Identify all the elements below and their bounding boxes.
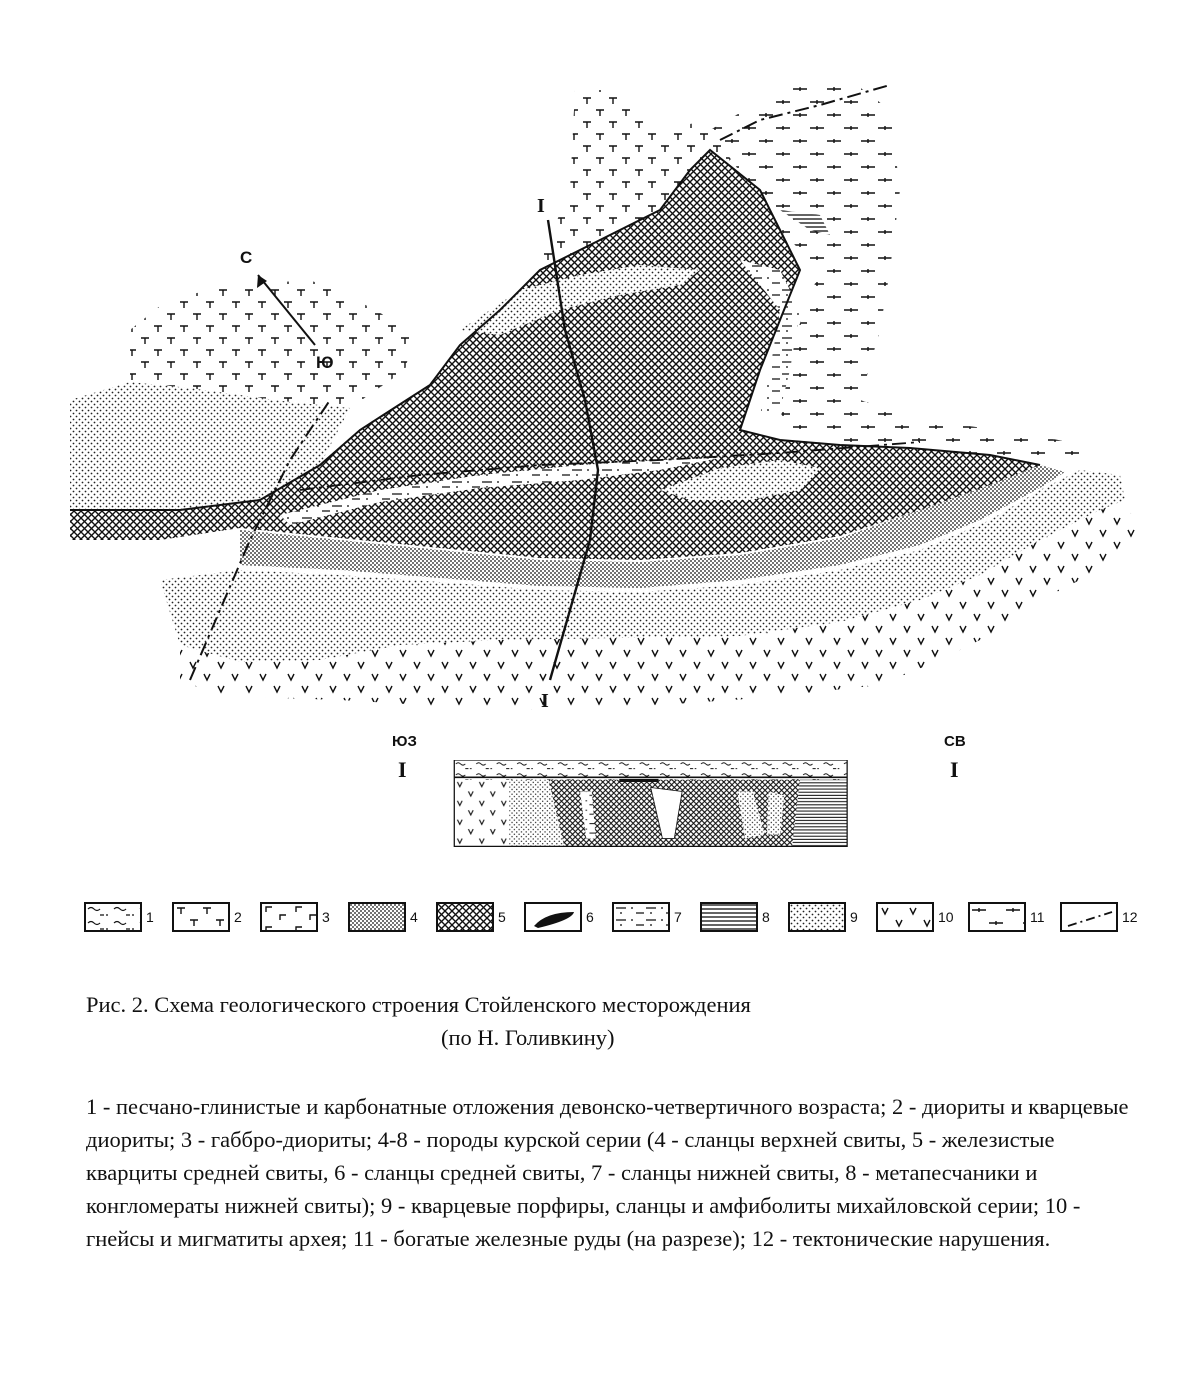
legend-item-6: 6 <box>524 900 594 934</box>
legend-number: 3 <box>322 909 330 925</box>
legend-number: 2 <box>234 909 242 925</box>
fault-line-north <box>719 84 891 141</box>
legend-item-1: 1 <box>84 900 154 934</box>
south-label: Ю <box>316 353 334 372</box>
gneiss-zone-south <box>180 490 1140 710</box>
legend-number: 12 <box>1122 909 1138 925</box>
metasandstone-strip <box>780 210 830 235</box>
section-line <box>546 219 600 681</box>
section-mark-right: I <box>950 757 959 782</box>
legend-item-12: 12 <box>1060 900 1138 934</box>
upper-schist-lens <box>460 265 700 335</box>
middle-schist-lens <box>660 460 820 500</box>
geological-map <box>70 80 1140 710</box>
caption-title: Рис. 2. Схема геологического строения Ст… <box>86 992 751 1017</box>
north-label: С <box>240 248 253 267</box>
quartzite-outline <box>70 148 1041 511</box>
legend-swatch-rich-ore <box>968 902 1026 932</box>
legend-number: 11 <box>1030 909 1045 925</box>
legend-swatch-upper-schist <box>348 902 406 932</box>
legend-number: 9 <box>850 909 858 925</box>
north-arrow <box>257 274 316 346</box>
legend-item-2: 2 <box>172 900 242 934</box>
diorite-zone-west <box>130 280 415 408</box>
legend-item-11: 11 <box>968 900 1045 934</box>
legend-number: 6 <box>586 909 594 925</box>
section-direction-sw: ЮЗ <box>392 733 417 750</box>
porphyry-band-south <box>160 470 1125 662</box>
legend-item-10: 10 <box>876 900 954 934</box>
fault-line-center <box>299 441 921 491</box>
legend-swatch-sand-clay <box>84 902 142 932</box>
legend-item-3: 3 <box>260 900 330 934</box>
section-mark-top: I <box>537 195 545 217</box>
legend-swatch-lower-schist <box>612 902 670 932</box>
legend-description: 1 - песчано-глинистые и карбонатные отло… <box>86 1094 1129 1251</box>
legend-swatch-ferruginous-quartzite <box>436 902 494 932</box>
legend-item-4: 4 <box>348 900 418 934</box>
legend-item-5: 5 <box>436 900 506 934</box>
figure-caption: Рис. 2. Схема геологического строения Ст… <box>86 988 1126 1054</box>
legend-swatch-fault <box>1060 902 1118 932</box>
legend-number: 7 <box>674 909 682 925</box>
legend-number: 10 <box>938 909 954 925</box>
legend-number: 5 <box>498 909 506 925</box>
legend-number: 1 <box>146 909 154 925</box>
legend-number: 8 <box>762 909 770 925</box>
legend-swatch-metasandstone <box>700 902 758 932</box>
legend: 1 2 3 4 5 6 7 8 9 10 11 12 <box>84 900 1164 940</box>
legend-swatch-gabbro-diorite <box>260 902 318 932</box>
lower-schist-strip-east <box>740 260 800 415</box>
legend-item-9: 9 <box>788 900 858 934</box>
caption-author: (по Н. Голивкину) <box>441 1025 615 1050</box>
rich-ore-zone <box>710 80 1100 462</box>
legend-swatch-middle-schist <box>524 902 582 932</box>
upper-schist-band <box>240 465 1065 588</box>
legend-number: 4 <box>410 909 418 925</box>
quartzite-body-main <box>70 150 1040 560</box>
legend-item-8: 8 <box>700 900 770 934</box>
section-direction-ne: СВ <box>944 733 966 750</box>
legend-swatch-quartz-porphyry <box>788 902 846 932</box>
section-mark-bottom: I <box>541 690 549 712</box>
legend-item-7: 7 <box>612 900 682 934</box>
lower-schist-strip <box>280 458 720 525</box>
cross-section <box>453 760 848 848</box>
diorite-zone-north <box>540 90 740 285</box>
section-mark-left: I <box>398 757 407 782</box>
legend-swatch-gneiss <box>876 902 934 932</box>
legend-swatch-diorite <box>172 902 230 932</box>
